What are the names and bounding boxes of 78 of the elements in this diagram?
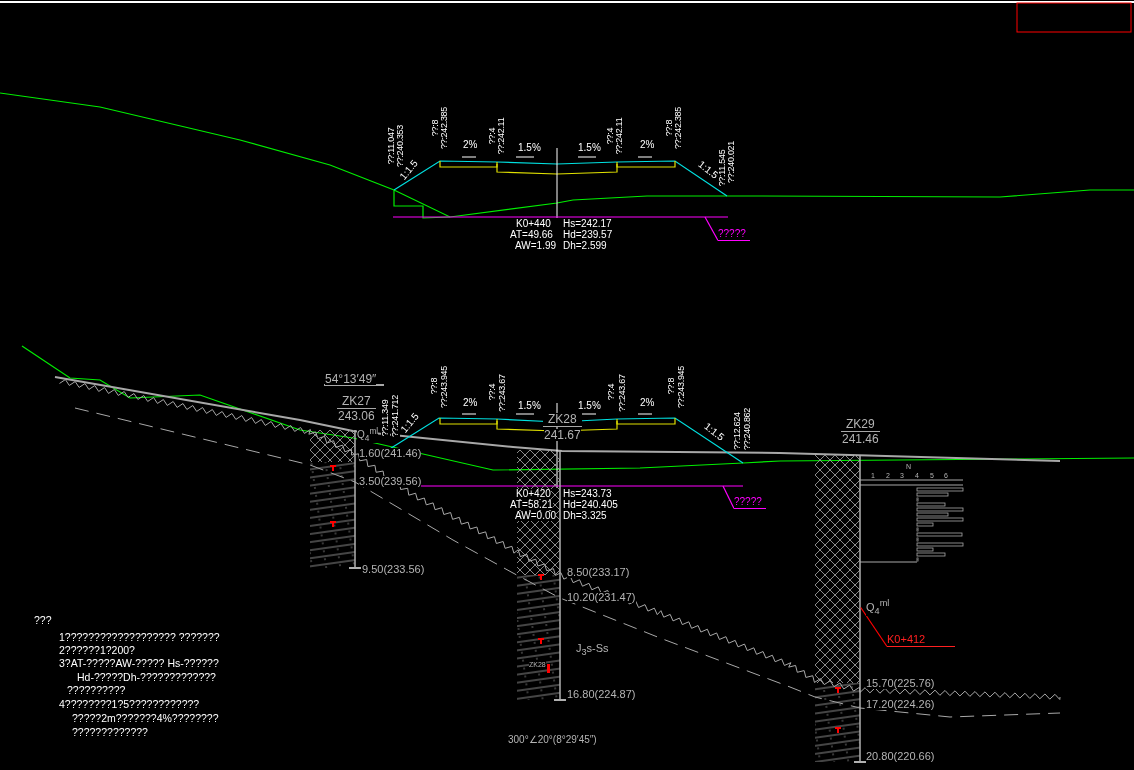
depth-elevation-label: 9.50(233.56) (362, 564, 425, 575)
depth-elevation-label: 10.20(231.47) (567, 592, 636, 603)
borehole-label: ZK27 (337, 395, 376, 409)
section-data-text: K0+440 (516, 219, 551, 229)
borehole-elevation: 241.67 (544, 429, 581, 441)
depth-elevation-label: 20.80(220.66) (866, 751, 935, 762)
slope-label: 2% (640, 398, 655, 408)
stake-annotation: ??:4 (488, 127, 497, 145)
section-data-text: AT=49.66 (510, 230, 553, 240)
borehole-elevation: 241.46 (842, 433, 879, 445)
note-text: 3?AT-?????AW-????? Hs-?????? (59, 658, 219, 669)
leader-label: ????? (734, 497, 766, 509)
borehole-label: ZK28 (543, 413, 582, 427)
stake-annotation: ??:11.545 (718, 149, 727, 187)
stake-annotation: ??:242.11 (615, 117, 624, 155)
leader-line (860, 606, 888, 648)
angle-label: 54°13′49″ (325, 373, 377, 385)
stake-annotation: ??:4 (607, 383, 616, 401)
slope-label: 1.5% (518, 143, 541, 153)
stake-annotation: ??:11.047 (387, 127, 396, 165)
slope-label: 2% (640, 140, 655, 150)
stake-annotation: ??:240.021 (727, 141, 736, 183)
section-data-text: Hs=242.17 (563, 219, 612, 229)
slope-label: 1.5% (578, 143, 601, 153)
stake-annotation: ??:243.945 (440, 366, 449, 408)
note-text: ????????????? (72, 727, 148, 738)
section-data-text: AT=58.21 (510, 500, 553, 510)
stake-annotation: ??:8 (430, 377, 439, 395)
leader-line (722, 485, 735, 510)
section-data-text: AW=1.99 (515, 241, 557, 251)
depth-elevation-label: 8.50(233.17) (567, 567, 630, 578)
note-text: Hd-?????Dh-????????????? (77, 672, 216, 683)
slope-label: 2% (463, 140, 478, 150)
stake-annotation: ??:240.862 (743, 408, 752, 450)
note-text: 2??????1?200? (59, 645, 135, 656)
section-data-text: Hd=239.57 (563, 230, 613, 240)
slope-ratio: 1:1.5 (702, 421, 726, 443)
note-text: 1??????????????????? ??????? (59, 632, 220, 643)
stake-annotation: ??:11.349 (381, 399, 390, 437)
stake-annotation: ??:242.385 (440, 107, 449, 149)
note-text: 4????????1?5???????????? (59, 699, 200, 710)
callout-label: K0+412 (887, 634, 956, 647)
section-data-text: K0+420 (516, 489, 551, 499)
slope-label: 1.5% (578, 401, 601, 411)
section-data-text: Dh=3.325 (563, 511, 607, 521)
stake-annotation: ??:242.385 (674, 107, 683, 149)
depth-elevation-label: 1.60(241.46) (359, 448, 422, 459)
section-data-text: Hd=240.405 (563, 500, 618, 510)
note-text: ?????2m???????4%???????? (72, 713, 219, 724)
stake-annotation: ??:241.712 (391, 395, 400, 437)
depth-elevation-label: 15.70(225.76) (866, 678, 935, 689)
stake-annotation: ??:4 (606, 127, 615, 145)
stake-annotation: ??:243.67 (618, 374, 627, 412)
borehole-elevation: 243.06 (338, 410, 375, 422)
section-data-text: AW=0.00 (515, 511, 557, 521)
stake-annotation: ??:243.945 (677, 366, 686, 408)
stratum-label: J$_{3}$s-Ss (576, 643, 609, 658)
borehole-column (815, 454, 867, 763)
borehole-label: ZK29 (841, 418, 880, 432)
depth-elevation-label: 17.20(224.26) (866, 699, 935, 710)
stake-annotation: ??:8 (431, 119, 440, 137)
note-heading: ??? (34, 615, 52, 626)
stake-annotation: ??:4 (488, 383, 497, 401)
leader-line (704, 216, 719, 242)
stake-annotation: ??:8 (667, 377, 676, 395)
stake-annotation: ??:242.11 (497, 117, 506, 155)
depth-elevation-label: 3.50(239.56) (359, 476, 422, 487)
section-data-text: Hs=243.73 (563, 489, 612, 499)
depth-elevation-label: 16.80(224.87) (567, 689, 636, 700)
attitude-label: 300°∠20°(8°29′45″) (508, 735, 597, 745)
slope-label: 2% (463, 398, 478, 408)
section-data-text: Dh=2.599 (563, 241, 607, 251)
note-text: ?????????? (67, 685, 126, 696)
slope-label: 1.5% (518, 401, 541, 411)
stake-annotation: ??:8 (665, 119, 674, 137)
stake-annotation: ??:243.67 (498, 374, 507, 412)
stake-annotation: ??:12.624 (733, 412, 742, 450)
leader-label: ????? (718, 229, 750, 241)
